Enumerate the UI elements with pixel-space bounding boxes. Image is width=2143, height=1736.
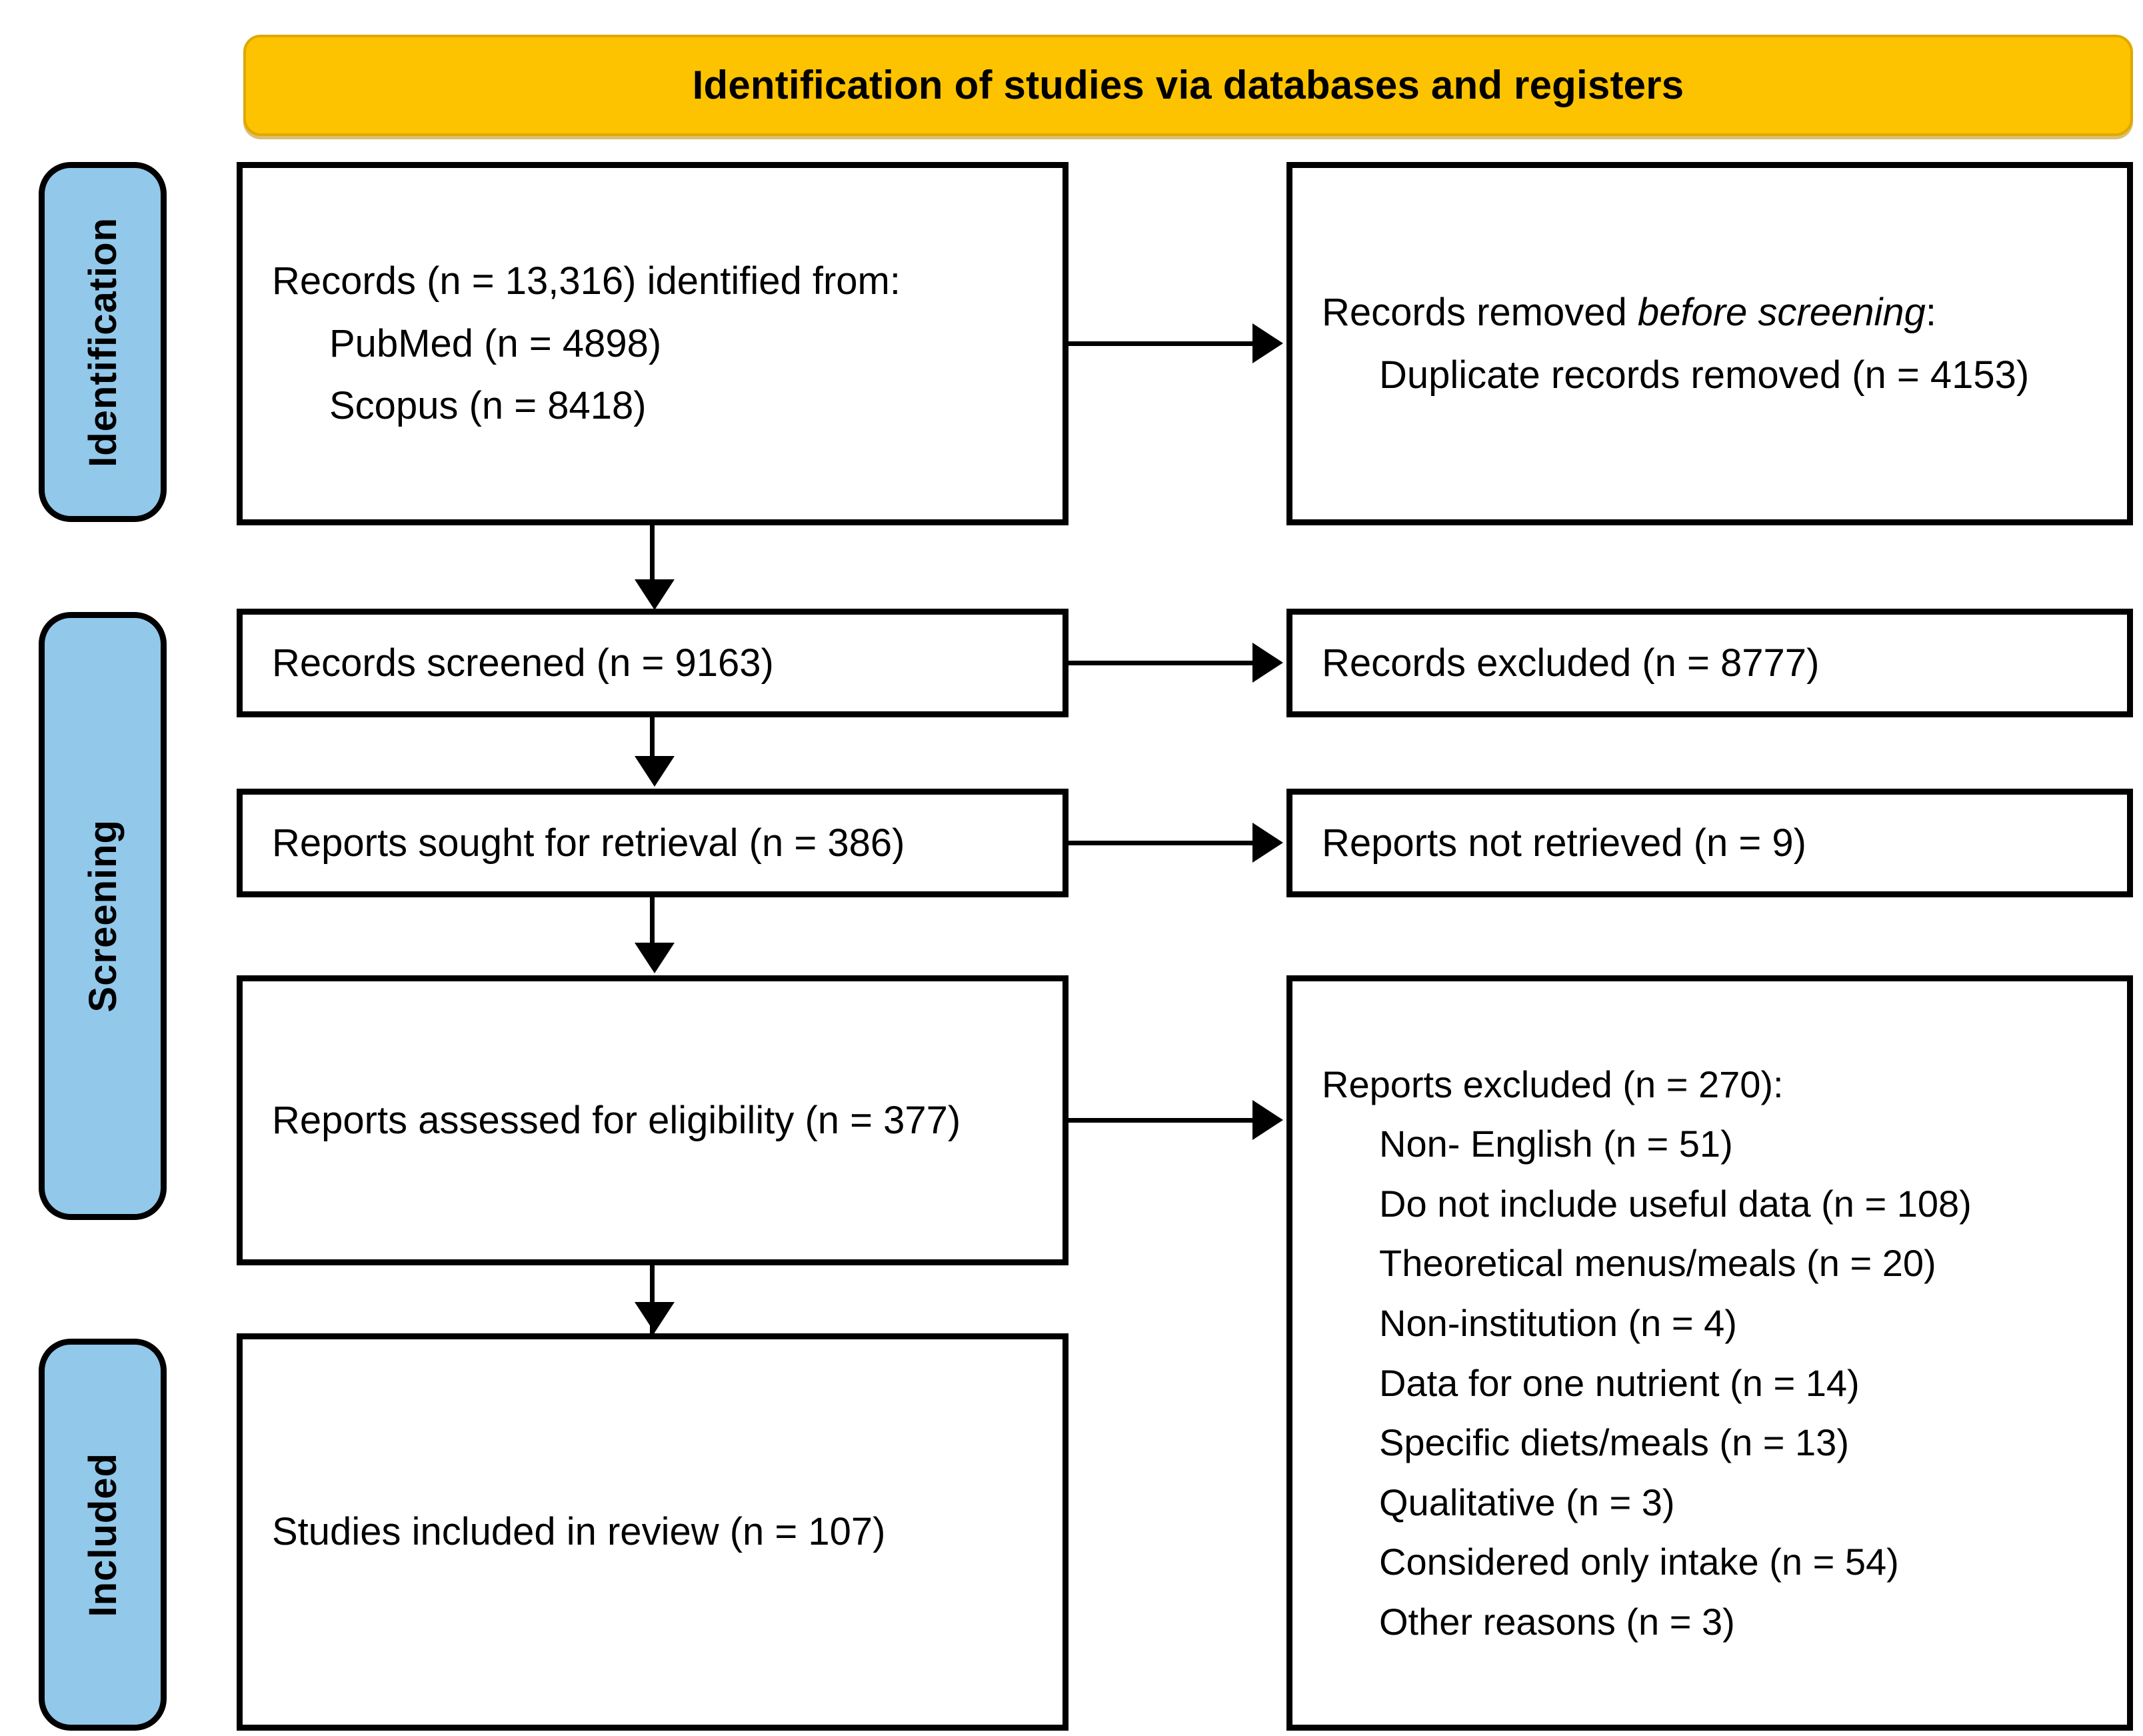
arrow-screened-to-sought xyxy=(635,756,675,787)
reports-excluded-reason-4: Non-institution (n = 4) xyxy=(1379,1301,1737,1344)
arrow-identified-to-screened xyxy=(635,579,675,610)
box-reports-not-retrieved: Reports not retrieved (n = 9) xyxy=(1286,789,2133,897)
reports-excluded-reason-8: Considered only intake (n = 54) xyxy=(1379,1541,1899,1583)
reports-assessed-label: Reports assessed for eligibility (n = 37… xyxy=(272,1098,961,1142)
box-reports-not-retrieved-content: Reports not retrieved (n = 9) xyxy=(1292,812,2127,875)
connector-screened-to-sought xyxy=(650,717,655,759)
box-reports-sought-content: Reports sought for retrieval (n = 386) xyxy=(243,812,1063,875)
reports-excluded-reason-3: Theoretical menus/meals (n = 20) xyxy=(1379,1242,1936,1285)
reports-sought-label: Reports sought for retrieval (n = 386) xyxy=(272,821,905,865)
reports-excluded-reason-2: Do not include useful data (n = 108) xyxy=(1379,1182,1972,1225)
connector-sought-to-assessed xyxy=(650,897,655,945)
box-reports-excluded-content: Reports excluded (n = 270): Non- English… xyxy=(1292,1055,2127,1652)
stage-tab-screening: Screening xyxy=(39,612,167,1220)
box-records-excluded: Records excluded (n = 8777) xyxy=(1286,609,2133,717)
records-removed-heading: Records removed before screening: xyxy=(1322,290,1937,334)
connector-assessed-to-excluded xyxy=(1069,1118,1255,1123)
connector-identified-to-removed xyxy=(1069,341,1255,346)
box-reports-excluded: Reports excluded (n = 270): Non- English… xyxy=(1286,975,2133,1731)
reports-excluded-reason-1: Non- English (n = 51) xyxy=(1379,1123,1733,1165)
records-excluded-label: Records excluded (n = 8777) xyxy=(1322,641,1820,685)
box-records-identified-content: Records (n = 13,316) identified from: Pu… xyxy=(243,250,1063,438)
arrow-sought-to-not-retrieved xyxy=(1252,823,1283,863)
records-identified-line-2: PubMed (n = 4898) xyxy=(329,321,662,365)
arrow-identified-to-removed xyxy=(1252,323,1283,363)
reports-not-retrieved-label: Reports not retrieved (n = 9) xyxy=(1322,821,1806,865)
arrow-assessed-to-excluded xyxy=(1252,1100,1283,1140)
connector-sought-to-not-retrieved xyxy=(1069,841,1255,845)
stage-tab-identification: Identification xyxy=(39,162,167,522)
arrow-sought-to-assessed xyxy=(635,943,675,973)
records-identified-line-3: Scopus (n = 8418) xyxy=(329,384,647,428)
connector-assessed-to-included xyxy=(650,1265,655,1335)
arrow-screened-to-excluded xyxy=(1252,643,1283,683)
box-reports-assessed-content: Reports assessed for eligibility (n = 37… xyxy=(243,1089,1063,1152)
stage-tab-included-label: Included xyxy=(81,1452,125,1617)
box-studies-included-in-review: Studies included in review (n = 107) xyxy=(237,1333,1069,1731)
connector-identified-to-screened xyxy=(650,525,655,582)
box-reports-assessed-for-eligibility: Reports assessed for eligibility (n = 37… xyxy=(237,975,1069,1265)
box-studies-included-content: Studies included in review (n = 107) xyxy=(243,1501,1063,1563)
reports-excluded-heading: Reports excluded (n = 270): xyxy=(1322,1063,1784,1105)
reports-excluded-reason-6: Specific diets/meals (n = 13) xyxy=(1379,1421,1849,1464)
box-records-removed-before-screening: Records removed before screening: Duplic… xyxy=(1286,162,2133,525)
records-identified-line-1: Records (n = 13,316) identified from: xyxy=(272,259,901,303)
reports-excluded-reason-7: Qualitative (n = 3) xyxy=(1379,1481,1675,1523)
stage-tab-identification-label: Identification xyxy=(81,217,125,467)
studies-included-label: Studies included in review (n = 107) xyxy=(272,1510,886,1554)
connector-screened-to-excluded xyxy=(1069,661,1255,665)
records-screened-label: Records screened (n = 9163) xyxy=(272,641,774,685)
banner-title: Identification of studies via databases … xyxy=(692,63,1684,107)
box-records-removed-content: Records removed before screening: Duplic… xyxy=(1292,281,2127,407)
reports-excluded-reason-9: Other reasons (n = 3) xyxy=(1379,1600,1735,1643)
box-records-identified: Records (n = 13,316) identified from: Pu… xyxy=(237,162,1069,525)
box-records-screened-content: Records screened (n = 9163) xyxy=(243,632,1063,695)
stage-tab-screening-label: Screening xyxy=(81,819,125,1013)
box-records-excluded-content: Records excluded (n = 8777) xyxy=(1292,632,2127,695)
records-removed-line-1: Duplicate records removed (n = 4153) xyxy=(1379,353,2030,397)
stage-tab-included: Included xyxy=(39,1339,167,1731)
arrow-assessed-to-included xyxy=(635,1302,675,1333)
reports-excluded-reason-5: Data for one nutrient (n = 14) xyxy=(1379,1361,1860,1404)
box-reports-sought-for-retrieval: Reports sought for retrieval (n = 386) xyxy=(237,789,1069,897)
banner-identification-header: Identification of studies via databases … xyxy=(243,35,2133,136)
box-records-screened: Records screened (n = 9163) xyxy=(237,609,1069,717)
